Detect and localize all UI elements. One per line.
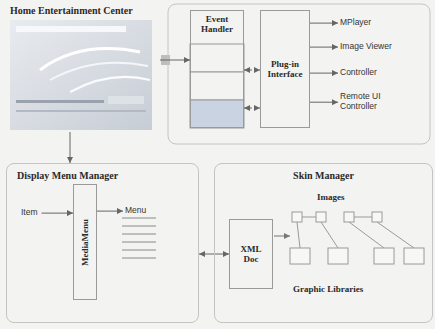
connector-arrow xyxy=(310,73,338,74)
plugin-item: Controller xyxy=(338,66,381,80)
menu-lines xyxy=(122,218,156,258)
connector-arrow xyxy=(244,70,260,71)
connector-arrow xyxy=(310,47,338,48)
node-text: Controller xyxy=(340,67,379,77)
process-box: Event Handler xyxy=(190,10,244,128)
process-box: MediaMenu xyxy=(73,184,97,300)
connector-arrow xyxy=(70,132,71,163)
core-panel xyxy=(168,4,430,144)
node-text: MPlayer xyxy=(340,17,373,27)
part-label: Images xyxy=(317,192,345,202)
plugin-item: MPlayer xyxy=(338,16,375,30)
xml-to-images xyxy=(274,236,290,237)
connector-arrow xyxy=(97,211,123,212)
node-text: Event Handler xyxy=(194,14,240,35)
node-text: MediaMenu xyxy=(80,219,90,266)
node-text: XML Doc xyxy=(233,244,269,265)
screen-node: Home Entertainment Center xyxy=(8,4,160,132)
plugin-item: Remote UI Controller xyxy=(338,90,404,114)
module-panel: Display Menu ManagerItemMediaMenu Menu xyxy=(6,163,199,323)
node-text: Display Menu Manager xyxy=(7,164,198,181)
connector-arrow xyxy=(160,60,190,61)
node-text: Image Viewer xyxy=(340,41,394,51)
menu-item: Menu xyxy=(123,204,150,218)
module-panel: Skin ManagerXML Doc ImagesGraphic Librari… xyxy=(214,163,433,323)
connector-arrow xyxy=(244,108,260,109)
part-label: Graphic Libraries xyxy=(293,284,363,294)
node-text: Skin Manager xyxy=(215,164,432,181)
handler-rows xyxy=(190,44,244,128)
menu-item: Item xyxy=(19,206,42,220)
node-text: Menu xyxy=(125,205,148,215)
node-text: Plug-in Interface xyxy=(264,59,306,80)
node-text: Remote UI Controller xyxy=(340,91,402,111)
screenshot-illustration xyxy=(10,20,152,130)
connector-arrow xyxy=(310,23,338,24)
node-text: Item xyxy=(21,207,40,217)
image-tree xyxy=(290,212,424,264)
node-text: Home Entertainment Center xyxy=(8,4,160,17)
process-box: Plug-in Interface xyxy=(260,10,310,128)
connector-arrow xyxy=(310,102,338,103)
plugin-item: Image Viewer xyxy=(338,40,396,54)
process-box: XML Doc xyxy=(229,219,273,289)
connector-arrow xyxy=(42,213,73,214)
